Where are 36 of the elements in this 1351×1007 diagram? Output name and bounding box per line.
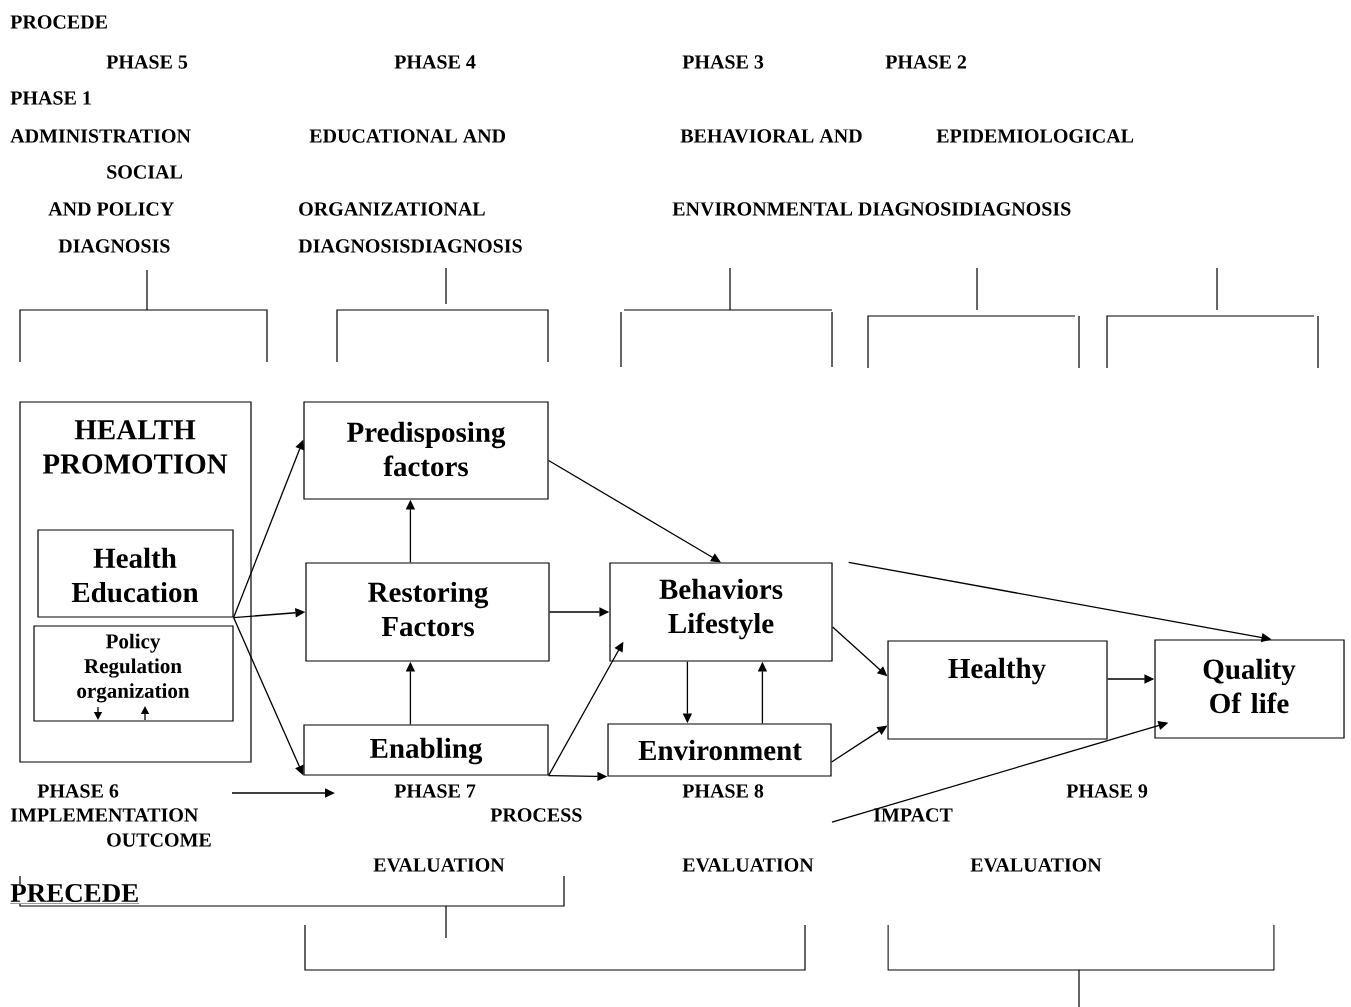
label: SOCIAL (107, 165, 183, 179)
inner-box: Health Education (37, 529, 234, 618)
process-box: Environment (607, 723, 832, 777)
label: IMPLEMENTATION (10, 808, 199, 822)
label: PHASE 9 (1066, 784, 1148, 798)
label: EDUCATIONAL AND (309, 129, 506, 143)
label: PROCEDE (10, 15, 107, 29)
label: ORGANIZATIONAL (299, 202, 485, 216)
label: EVALUATION (682, 858, 814, 872)
process-box: Behaviors Lifestyle (609, 562, 833, 662)
label: PHASE 5 (106, 55, 188, 69)
label: PRECEDE (10, 883, 140, 905)
label: PHASE 1 (10, 91, 91, 105)
arrow (547, 459, 721, 563)
label: EVALUATION (373, 858, 505, 872)
label: PHASE 3 (682, 55, 764, 69)
label: DIAGNOSISDIAGNOSIS (298, 239, 522, 253)
label: PHASE 6 (37, 784, 119, 798)
label: ENVIRONMENTAL DIAGNOSIDIAGNOSIS (672, 202, 1071, 216)
label: IMPACT (873, 808, 953, 822)
label: EPIDEMIOLOGICAL (936, 129, 1134, 143)
process-box: Predisposing factors (303, 401, 549, 500)
label: DIAGNOSIS (58, 239, 170, 253)
process-box: Healthy (887, 640, 1108, 740)
inner-box: Policy Regulation organization (33, 625, 234, 722)
label: OUTCOME (107, 833, 211, 847)
process-box: Quality Of life (1154, 639, 1345, 739)
process-box: Restoring Factors (305, 562, 550, 662)
label: BEHAVIORAL AND (680, 129, 862, 143)
process-box: Enabling (303, 724, 549, 776)
label: PROCESS (490, 808, 582, 822)
label: ADMINISTRATION (10, 129, 191, 143)
label: EVALUATION (970, 858, 1102, 872)
label: PHASE 2 (885, 55, 967, 69)
label: PHASE 4 (394, 55, 476, 69)
label: AND POLICY (48, 202, 174, 216)
